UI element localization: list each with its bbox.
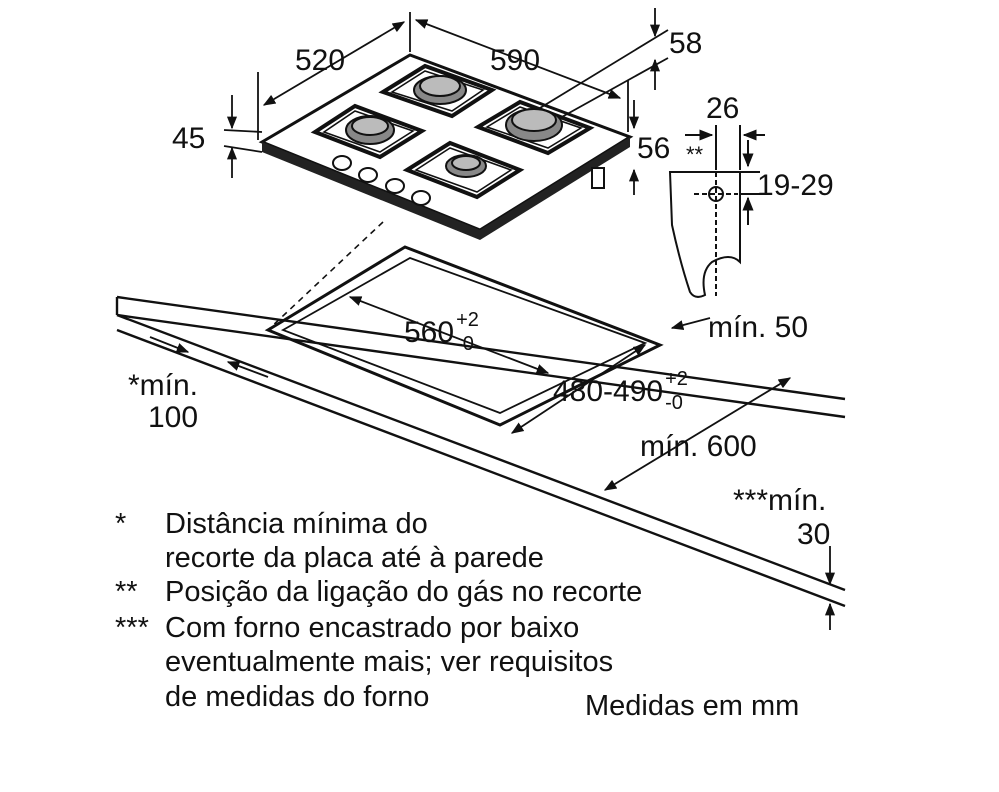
dim-min-100-value: 100 <box>148 401 199 434</box>
dim-26: 26 <box>706 92 740 125</box>
legend-text-1b: recorte da placa até à parede <box>165 542 544 574</box>
dim-560-tol-up: +2 <box>456 309 479 331</box>
dim-480-490-value: 480-490 <box>553 375 664 408</box>
legend-mark-3: *** <box>115 612 149 644</box>
legend-item-1: * Distância mínima do <box>115 507 765 541</box>
dim-45: 45 <box>172 122 206 155</box>
legend-text-3b: eventualmente mais; ver requisitos <box>165 646 614 678</box>
legend-text-3a: Com forno encastrado por baixo <box>165 612 580 644</box>
dim-480-490-tol-down: -0 <box>665 392 683 414</box>
dim-min-30-label: ***mín. <box>733 484 827 517</box>
legend-item-3-cont2: de medidas do forno <box>115 680 765 714</box>
dim-560-value: 560 <box>404 316 455 349</box>
dim-590: 590 <box>490 44 541 77</box>
dim-560: 560+2-0 <box>404 310 479 354</box>
units-note: Medidas em mm <box>585 690 800 722</box>
dim-min-50: mín. 50 <box>708 311 809 344</box>
legend-text-1a: Distância mínima do <box>165 508 428 540</box>
legend-text-2a: Posição da ligação do gás no recorte <box>165 576 643 608</box>
dim-min-600: mín. 600 <box>640 430 757 463</box>
dim-480-490-tol-up: +2 <box>665 368 688 390</box>
section-detail <box>668 125 765 298</box>
legend-text-3c: de medidas do forno <box>165 681 430 713</box>
dim-min-30-value: 30 <box>797 518 831 551</box>
legend-mark-1: * <box>115 508 127 540</box>
gas-hob <box>258 53 634 240</box>
legend-mark-2: ** <box>115 576 138 608</box>
legend-item-2: ** Posição da ligação do gás no recorte <box>115 575 765 609</box>
legend-item-1-cont: recorte da placa até à parede <box>115 541 765 575</box>
dim-min-100-label: *mín. <box>128 369 199 402</box>
gas-connection-mark: ** <box>686 142 704 167</box>
projection-lines <box>267 221 384 331</box>
dim-520: 520 <box>295 44 346 77</box>
legend-item-3: *** Com forno encastrado por baixo <box>115 611 765 645</box>
dim-19-29: 19-29 <box>757 169 834 202</box>
cutout-opening <box>264 245 664 427</box>
dim-56: 56 <box>637 132 671 165</box>
dim-58: 58 <box>669 27 703 60</box>
dim-560-tol-down: -0 <box>456 333 474 355</box>
dim-480-490: 480-490+2-0 <box>553 369 688 413</box>
legend-item-3-cont1: eventualmente mais; ver requisitos <box>115 645 765 679</box>
dimension-lines <box>149 8 836 630</box>
